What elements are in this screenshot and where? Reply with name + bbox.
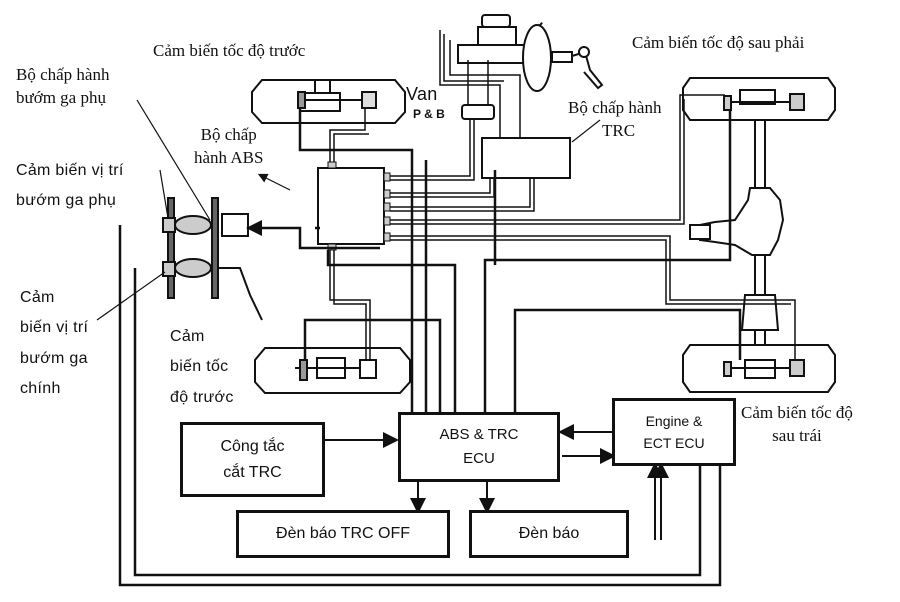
throttle-bodies: [162, 197, 263, 321]
label-line: Cảm: [20, 289, 55, 306]
label-line: bướm ga phụ: [16, 87, 106, 107]
block-line: Đèn báo TRC OFF: [276, 525, 410, 543]
front-bottom-wheel: [254, 347, 411, 394]
indicator-block: Đèn báo: [469, 510, 629, 558]
block-line: ABS & TRC: [439, 426, 519, 443]
label-line: độ trước: [170, 388, 234, 406]
label-line: Bộ chấp hành: [16, 65, 110, 84]
label-line: Bộ chấp hành: [568, 98, 662, 117]
label-sub-throttle-position-sensor: Cảm biến vị trí bướm ga phụ: [16, 156, 124, 217]
trc-actuator: [481, 137, 571, 179]
front-top-wheel: [251, 79, 406, 124]
master-cylinder-booster: [457, 14, 604, 92]
label-line: sau trái: [772, 425, 822, 445]
rear-right-wheel: [682, 77, 836, 121]
rear-left-wheel: [682, 344, 836, 393]
label-line: bướm ga: [20, 349, 88, 367]
label-line: Cảm biến vị trí: [16, 162, 124, 179]
label-pb-valve: Van: [406, 84, 438, 104]
label-line: Cảm biến tốc độ: [741, 403, 853, 422]
label-line: biến tốc: [170, 358, 229, 376]
label-sub-throttle-actuator: Bộ chấp hành bướm ga phụ: [16, 64, 109, 110]
label-line: TRC: [602, 120, 636, 140]
label-rear-right-speed-sensor: Cảm biến tốc độ sau phải: [632, 33, 805, 52]
sensor-wiring: [118, 108, 742, 587]
label-front-speed-sensor-bottom: Cảm biến tốc độ trước: [170, 322, 234, 413]
label-line: Cảm: [170, 328, 205, 345]
engine-ect-ecu-block: Engine & ECT ECU: [612, 398, 736, 466]
label-abs-actuator: Bộ chấp hành ABS: [194, 124, 263, 170]
block-line: ECU: [463, 450, 495, 467]
label-pb-valve-code: P & B: [413, 107, 445, 121]
block-line: Đèn báo: [518, 525, 580, 543]
block-line: Engine &: [645, 412, 703, 429]
abs-actuator: [317, 167, 385, 245]
abs-trc-ecu-block: ABS & TRC ECU: [398, 412, 560, 482]
pb-valve: [461, 104, 495, 120]
block-line: Công tắc: [220, 437, 285, 455]
trc-off-indicator-block: Đèn báo TRC OFF: [236, 510, 450, 558]
label-line: bướm ga phụ: [16, 192, 117, 210]
block-line: cắt TRC: [223, 463, 282, 481]
label-line: biến vị trí: [20, 319, 89, 337]
label-line: chính: [20, 380, 61, 398]
leader-lines: [96, 99, 601, 321]
label-line: Bộ chấp: [200, 125, 257, 144]
block-line: ECT ECU: [643, 435, 705, 451]
signal-arrows: [246, 220, 669, 540]
label-front-speed-sensor-top: Cảm biến tốc độ trước: [153, 41, 306, 60]
label-trc-actuator: Bộ chấp hành TRC: [568, 97, 661, 143]
label-rear-left-speed-sensor: Cảm biến tốc độ sau trái: [741, 402, 853, 448]
label-main-throttle-position-sensor: Cảm biến vị trí bướm ga chính: [20, 283, 88, 405]
trc-cut-switch-block: Công tắc cắt TRC: [180, 422, 325, 497]
label-line: hành ABS: [194, 147, 264, 167]
